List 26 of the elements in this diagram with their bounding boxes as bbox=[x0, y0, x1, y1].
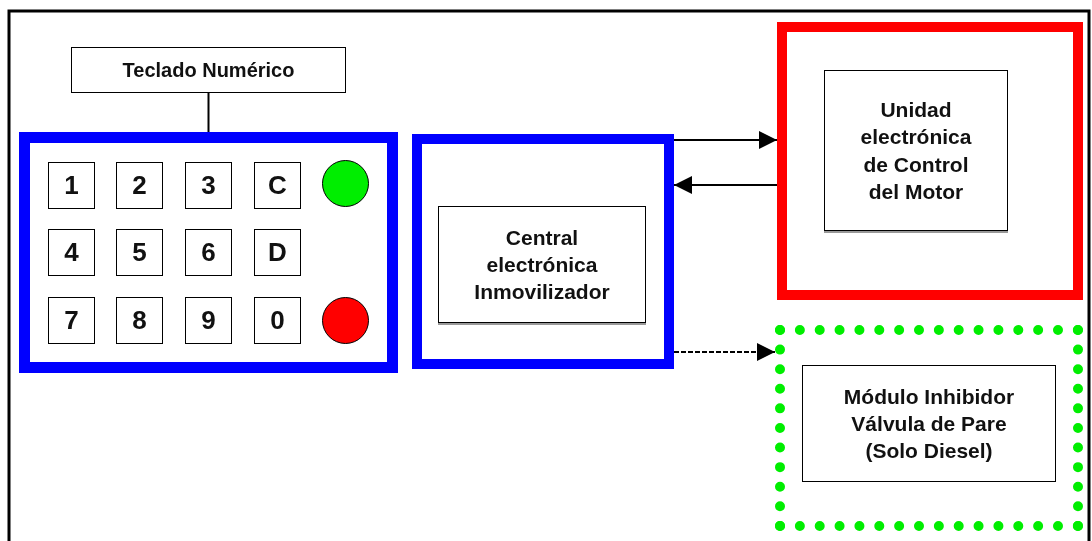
module-frame bbox=[775, 325, 1083, 531]
key: C bbox=[254, 162, 301, 209]
key: 6 bbox=[185, 229, 232, 276]
key: 7 bbox=[48, 297, 95, 344]
leader-line bbox=[207, 92, 210, 133]
key: 1 bbox=[48, 162, 95, 209]
indicator-light bbox=[322, 160, 369, 207]
key: 5 bbox=[116, 229, 163, 276]
key: 2 bbox=[116, 162, 163, 209]
key: 0 bbox=[254, 297, 301, 344]
key: D bbox=[254, 229, 301, 276]
key: 8 bbox=[116, 297, 163, 344]
key: 4 bbox=[48, 229, 95, 276]
arrow bbox=[673, 131, 778, 149]
key: 9 bbox=[185, 297, 232, 344]
module-box: Central electrónica Inmovilizador bbox=[438, 206, 646, 323]
arrow bbox=[673, 343, 776, 361]
arrow bbox=[673, 176, 778, 194]
indicator-light bbox=[322, 297, 369, 344]
module-box: Módulo Inhibidor Válvula de Pare (Solo Diesel) bbox=[802, 365, 1056, 482]
module-box: Unidad electrónica de Control del Motor bbox=[824, 70, 1008, 231]
module-frame bbox=[412, 134, 674, 369]
label-box: Teclado Numérico bbox=[71, 47, 346, 93]
keypad-frame bbox=[19, 132, 398, 373]
module-frame bbox=[777, 22, 1083, 300]
key: 3 bbox=[185, 162, 232, 209]
